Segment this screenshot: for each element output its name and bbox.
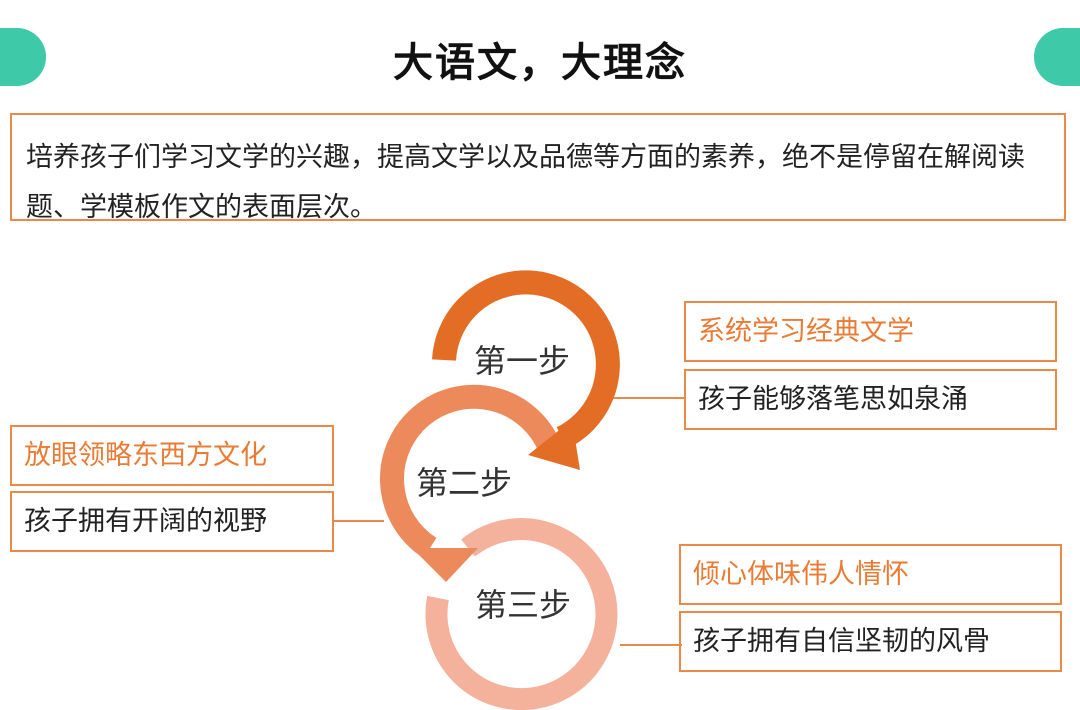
page-title: 大语文，大理念 <box>393 40 687 86</box>
step2-heading-box: 放眼领略东西方文化 <box>10 425 334 486</box>
step3-ring: 第三步 <box>425 518 618 710</box>
step3-result-box: 孩子拥有自信坚韧的风骨 <box>679 611 1062 672</box>
step2-arrowhead <box>412 548 478 582</box>
step2-ring: 第二步 <box>380 384 562 582</box>
step2-result-box: 孩子拥有开阔的视野 <box>10 491 334 552</box>
step1-ring: 第一步 <box>432 270 620 470</box>
step3-heading-box: 倾心体味伟人情怀 <box>679 544 1062 605</box>
intro-text-box: 培养孩子们学习文学的兴趣，提高文学以及品德等方面的素养，绝不是停留在解阅读题、学… <box>10 113 1066 223</box>
step2-label: 第二步 <box>416 464 512 502</box>
step3-label: 第三步 <box>475 586 571 624</box>
step1-result-box: 孩子能够落笔思如泉涌 <box>684 369 1057 430</box>
step1-heading-box: 系统学习经典文学 <box>684 301 1057 362</box>
left-decor-tab <box>0 28 46 86</box>
step1-arrowhead <box>528 420 580 470</box>
right-decor-tab <box>1034 28 1080 86</box>
step1-label: 第一步 <box>474 342 570 380</box>
